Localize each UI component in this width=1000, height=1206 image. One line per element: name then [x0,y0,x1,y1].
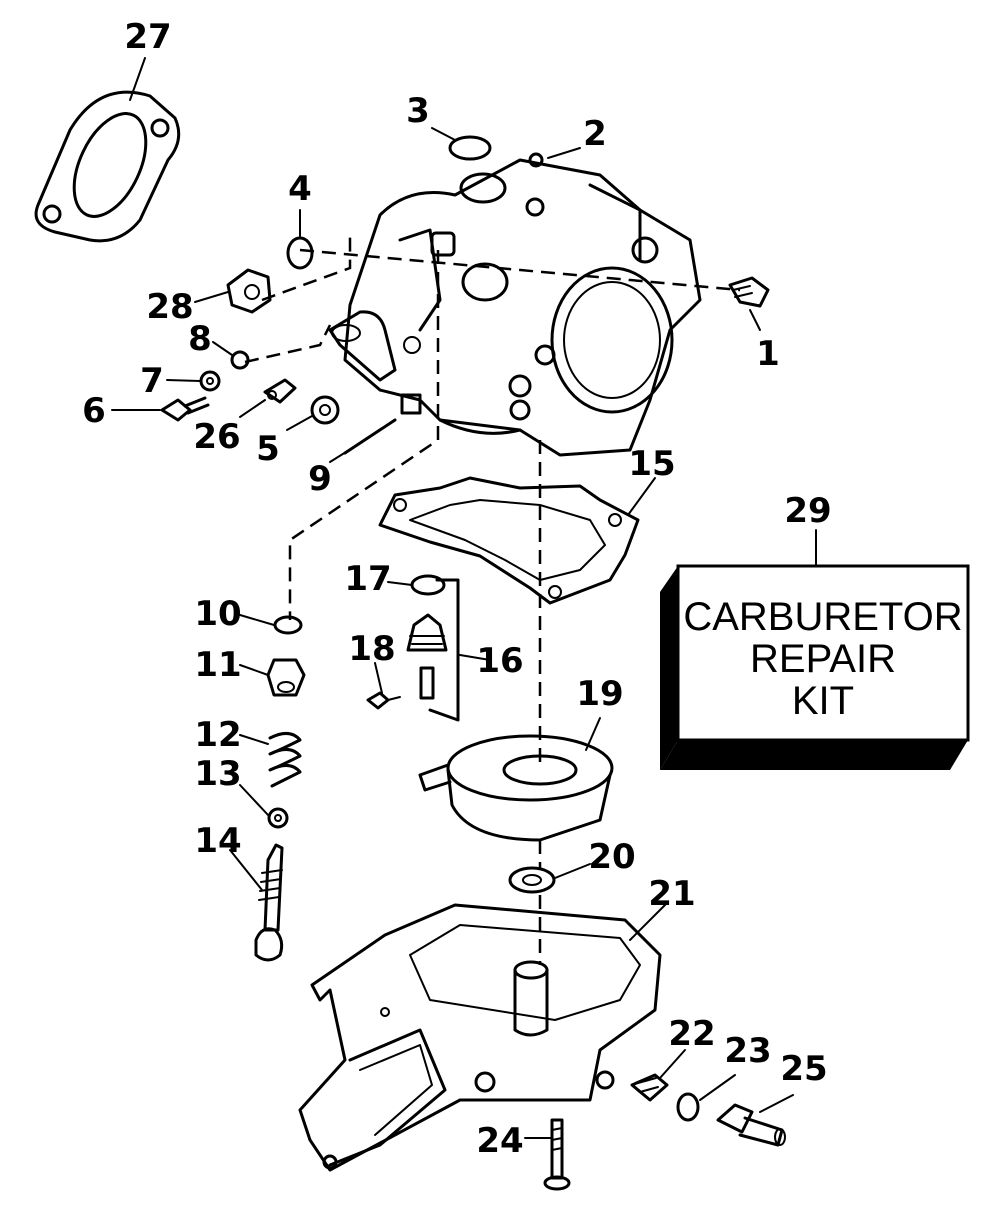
callout-9: 9 [308,459,332,499]
part-29-repair-kit-box: CARBURETOR REPAIR KIT [660,564,970,770]
part-25-fitting [716,1103,786,1147]
part-7-washer [199,370,221,392]
repair-kit-label-line3: KIT [792,679,854,723]
leader-lines [111,57,817,1139]
part-26-connector [263,378,297,404]
callout-22: 22 [668,1014,715,1054]
part-15-gasket [378,476,640,605]
part-13-washer [267,807,289,829]
callout-28: 28 [146,287,193,327]
callout-18: 18 [348,629,395,669]
part-carburetor-body [328,158,702,457]
callout-19: 19 [576,674,623,714]
part-11-nut [266,658,306,697]
callout-20: 20 [588,837,635,877]
part-12-spring [268,732,302,788]
part-6-screw [160,396,210,422]
callout-16: 16 [476,641,523,681]
callout-25: 25 [780,1049,827,1089]
callout-5: 5 [256,429,280,469]
part-28-nut [226,268,272,314]
callout-14: 14 [194,821,241,861]
callout-8: 8 [188,319,212,359]
callout-17: 17 [344,559,391,599]
part-14-needle [254,843,284,962]
callout-4: 4 [288,169,312,209]
callout-27: 27 [124,17,171,57]
part-19-float [418,734,614,842]
part-22-plug-screw [630,1073,669,1102]
callout-13: 13 [194,754,241,794]
callout-numbers: 27 3 2 4 28 8 7 6 26 5 9 1 15 29 17 10 1… [82,17,832,1161]
part-8-clip [230,350,250,370]
part-23-washer [676,1092,700,1122]
callout-3: 3 [406,91,430,131]
callout-7: 7 [140,361,164,401]
part-9-pin [343,418,397,455]
assembly-lines [244,230,741,965]
part-10-oring [273,615,303,635]
callout-23: 23 [724,1031,771,1071]
part-24-screw [543,1118,571,1191]
repair-kit-label-line1: CARBURETOR [683,595,962,639]
callout-12: 12 [194,715,241,755]
callout-29: 29 [784,491,831,531]
callout-21: 21 [648,874,695,914]
callout-1: 1 [756,334,780,374]
part-4-plug [286,236,314,270]
part-27-flange-gasket [34,90,181,243]
part-1-screw [728,276,770,308]
part-5-lockwasher [310,395,340,425]
part-3-cap [448,135,492,161]
part-21-float-bowl [298,903,662,1172]
repair-kit-label-line2: REPAIR [750,637,896,681]
callout-10: 10 [194,594,241,634]
part-2-ball [528,152,544,168]
callout-11: 11 [194,645,241,685]
callout-2: 2 [583,114,607,154]
callout-6: 6 [82,391,106,431]
part-20-gasket [508,866,556,894]
callout-24: 24 [476,1121,523,1161]
callout-15: 15 [628,444,675,484]
callout-26: 26 [193,417,240,457]
